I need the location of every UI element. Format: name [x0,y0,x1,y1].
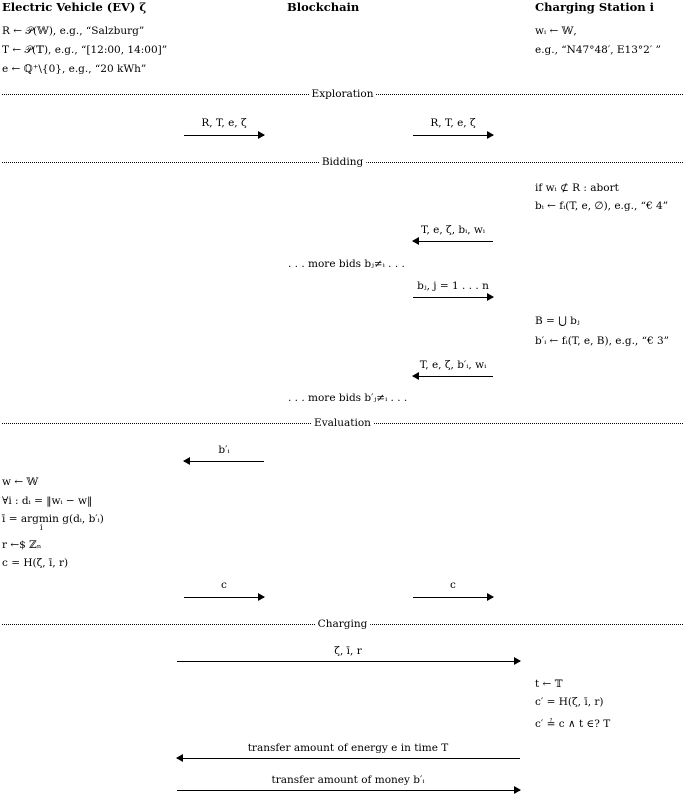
station-abort-check: if wᵢ ⊄ R : abort [535,182,619,194]
arrow-blockchain-to-station-commit [413,592,494,604]
station-location-example: e.g., “N47°48′, E13°2′ ” [535,44,661,56]
arrow-left-icon [412,372,419,380]
arrow-right-icon [514,786,521,794]
msg-label-explore-bc: R, T, e, ζ [430,117,476,129]
msg-label-commit-bc: c [450,579,456,591]
station-time-def: t ← 𝕋 [535,678,563,690]
ev-distance-def: ∀i : dᵢ = ‖wᵢ − w‖ [2,495,93,507]
arrow-right-icon [514,657,521,665]
phase-label: Evaluation [311,416,374,430]
more-bids-note: . . . more bids bⱼ≠ᵢ . . . [288,258,405,270]
phase-divider-charging: Charging [2,617,683,631]
phase-divider-bidding: Bidding [2,155,683,169]
arrow-station-to-ev-energy [176,753,520,765]
msg-label-commit-ev: c [221,579,227,591]
ev-location-def: w ← 𝕎 [2,476,39,488]
station-bid-union: B = ⋃ bⱼ [535,315,580,327]
arrow-left-icon [176,754,183,762]
arrow-ev-to-blockchain [184,130,265,142]
arrow-right-icon [487,131,494,139]
arrow-blockchain-to-ev-bids [183,456,264,468]
msg-label-money: transfer amount of money b′ᵢ [271,774,425,786]
arrow-ev-to-station-reveal [177,656,521,668]
more-revised-bids-note: . . . more bids b′ⱼ≠ᵢ . . . [288,392,408,404]
ev-random-def: r ←$ ℤₙ [2,539,42,551]
arrow-right-icon [487,293,494,301]
phase-label: Exploration [308,87,377,101]
arrow-left-icon [412,237,419,245]
ev-time-def: T ← 𝒫(𝕋), e.g., “[12:00, 14:00]” [2,44,168,56]
argmin-subscript: i [40,523,43,532]
ev-commitment-def: c = H(ζ, ī, r) [2,557,69,569]
arrow-station-to-blockchain-bid [412,236,493,248]
msg-label-eval-bid: b′ᵢ [218,444,230,456]
station-initial-bid: bᵢ ← fᵢ(T, e, ∅), e.g., “€ 4” [535,200,669,212]
phase-label: Bidding [318,155,367,169]
arrow-ev-to-blockchain-commit [184,592,265,604]
msg-label-explore-ev: R, T, e, ζ [201,117,247,129]
phase-divider-evaluation: Evaluation [2,416,683,430]
arrow-ev-to-station-money [177,785,521,797]
arrow-right-icon [258,131,265,139]
station-revised-bid: b′ᵢ ← fᵢ(T, e, B), e.g., “€ 3” [535,335,670,347]
ev-energy-def: e ← ℚ⁺\{0}, e.g., “20 kWh” [2,63,147,75]
phase-label: Charging [314,617,371,631]
station-column-header: Charging Station i [535,0,654,14]
arrow-left-icon [183,457,190,465]
arrow-right-icon [487,593,494,601]
msg-label-bid: T, e, ζ, bᵢ, wᵢ [421,224,485,236]
ev-region-def: R ← 𝒫(𝕎), e.g., “Salzburg” [2,25,145,37]
msg-label-rebid: T, e, ζ, b′ᵢ, wᵢ [419,359,487,371]
msg-label-energy: transfer amount of energy e in time T [247,742,449,754]
blockchain-column-header: Blockchain [287,0,360,14]
msg-label-bids-forward: bⱼ, j = 1 . . . n [417,280,489,292]
arrow-station-to-blockchain-rebid [412,371,493,383]
station-verify: c′ ≟ c ∧ t ∈? T [535,718,611,730]
ev-column-header: Electric Vehicle (EV) ζ [2,0,147,14]
phase-divider-exploration: Exploration [2,87,683,101]
ev-argmin-def: ī = argmin g(dᵢ, b′ᵢ) [2,513,104,525]
arrow-blockchain-to-station-bids [413,292,494,304]
arrow-right-icon [258,593,265,601]
arrow-blockchain-to-station [413,130,494,142]
station-commit-recompute: c′ = H(ζ, ī, r) [535,696,604,708]
msg-label-reveal: ζ, ī, r [334,645,362,657]
station-location-def: wᵢ ← 𝕎, [535,25,577,37]
